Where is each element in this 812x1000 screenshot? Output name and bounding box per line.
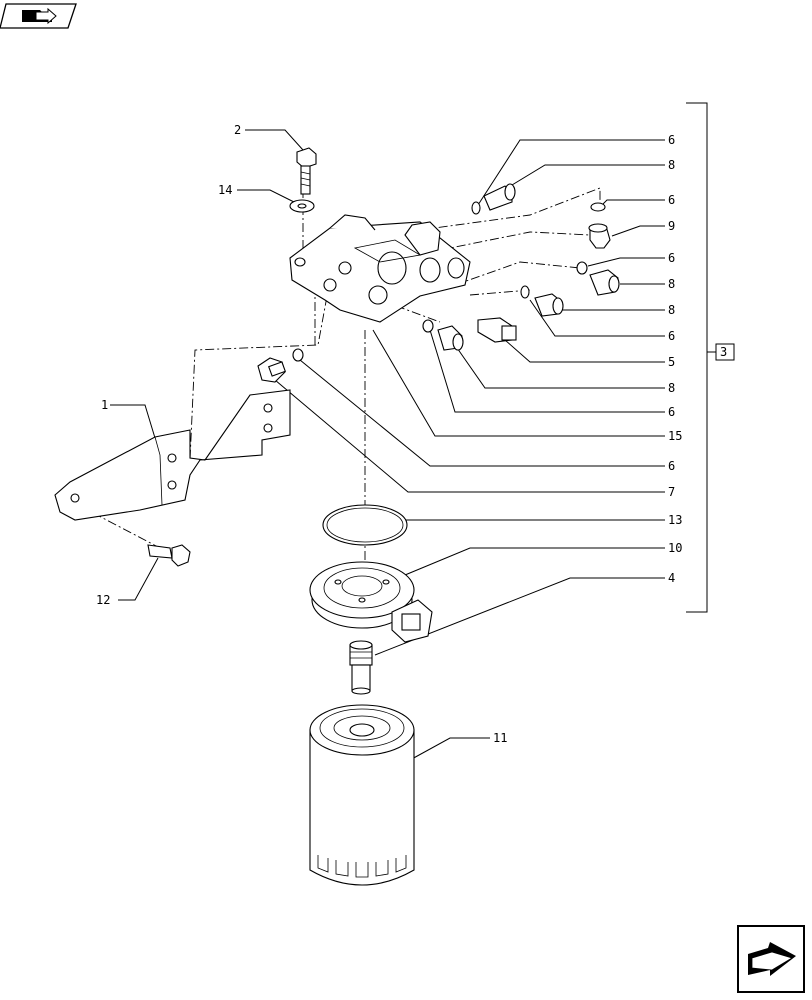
callout-10: 10: [668, 541, 682, 555]
o-ring-6c: [576, 261, 588, 275]
bolt-part-12: [147, 544, 191, 567]
callout-6a: 6: [668, 133, 675, 147]
nipple-part-4: [349, 640, 373, 695]
adapter-plate-part-10: [309, 561, 433, 643]
fitting-8d: [437, 325, 464, 351]
callout-6d: 6: [668, 329, 675, 343]
bolt-part-2: [296, 147, 317, 195]
filter-head-manifold: [289, 214, 471, 323]
callout-14: 14: [218, 183, 232, 197]
callout-4: 4: [668, 571, 675, 585]
fitting-8b: [589, 269, 620, 296]
plug-part-7: [257, 357, 286, 383]
o-ring-6f: [292, 348, 304, 362]
assembly-bracket: [686, 102, 735, 613]
fitting-8c: [534, 293, 564, 317]
callout-7: 7: [668, 485, 675, 499]
fitting-9: [588, 223, 611, 249]
folder-arrow-icon[interactable]: [0, 3, 77, 29]
fitting-8a: [483, 183, 516, 211]
o-ring-6b: [590, 202, 606, 212]
mounting-bracket-part-1: [54, 389, 291, 521]
callout-13: 13: [668, 513, 682, 527]
callout-12: 12: [96, 593, 110, 607]
callout-6b: 6: [668, 193, 675, 207]
callout-8c: 8: [668, 303, 675, 317]
o-ring-6a: [471, 201, 481, 215]
callout-8d: 8: [668, 381, 675, 395]
callout-15: 15: [668, 429, 682, 443]
o-ring-6e: [422, 319, 434, 333]
sensor-5: [477, 317, 517, 343]
next-page-arrow-icon[interactable]: [737, 925, 805, 993]
callout-8a: 8: [668, 158, 675, 172]
assembly-ref-label: 3: [720, 345, 727, 359]
o-ring-part-13: [322, 504, 408, 546]
callout-1: 1: [101, 398, 108, 412]
callout-9: 9: [668, 219, 675, 233]
o-ring-6d: [520, 285, 530, 299]
filter-element-part-11: [309, 704, 415, 886]
callout-2: 2: [234, 123, 241, 137]
washer-part-14: [289, 199, 315, 213]
callout-8b: 8: [668, 277, 675, 291]
callout-5: 5: [668, 355, 675, 369]
callout-6c: 6: [668, 251, 675, 265]
callout-6e: 6: [668, 405, 675, 419]
callout-6f: 6: [668, 459, 675, 473]
callout-11: 11: [493, 731, 507, 745]
